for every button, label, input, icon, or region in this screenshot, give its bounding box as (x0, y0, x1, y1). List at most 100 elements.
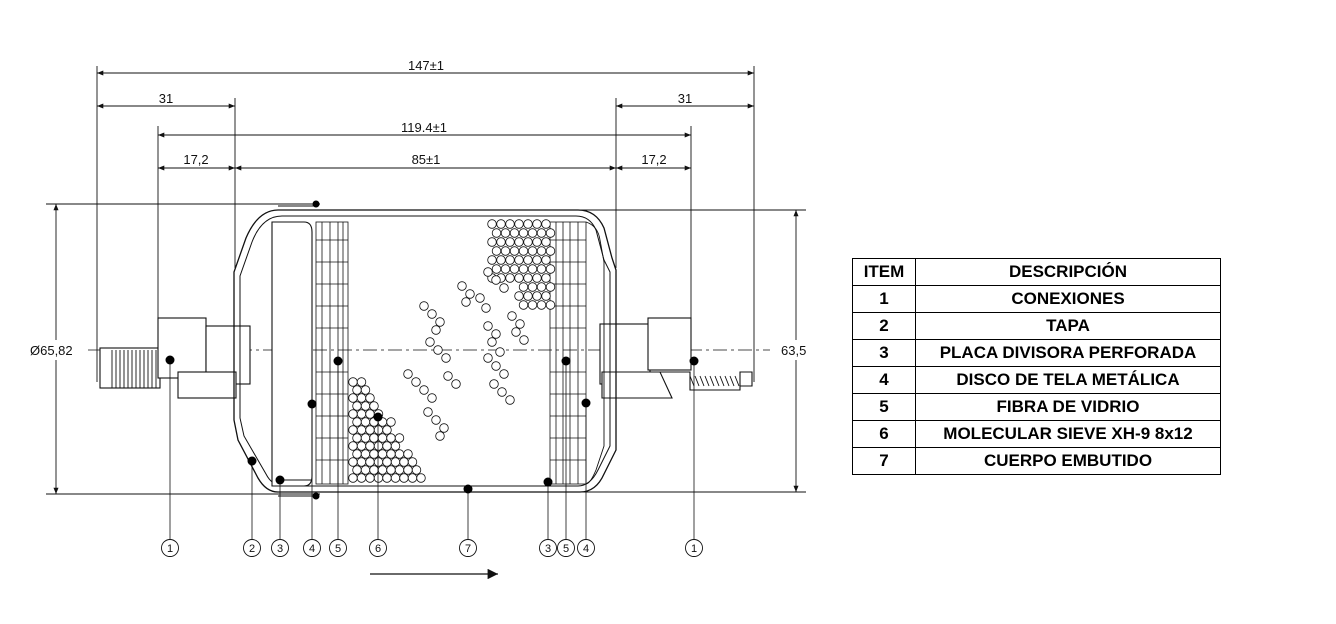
sieve-bead (483, 353, 493, 363)
sieve-bead (356, 441, 367, 451)
sieve-bead (423, 407, 433, 417)
sieve-bead (545, 282, 556, 292)
sieve-bead (390, 473, 401, 483)
legend-item-description: TAPA (915, 312, 1221, 340)
sieve-bead (443, 371, 453, 381)
sieve-bead (491, 228, 502, 238)
sieve-bead (441, 353, 451, 363)
sieve-bead (523, 255, 533, 265)
sieve-bead (496, 255, 506, 265)
sieve-bead (541, 291, 551, 301)
sieve-bead (373, 457, 384, 467)
sieve-bead (505, 395, 515, 405)
legend-item-number: 4 (852, 366, 916, 394)
sieve-bead (365, 425, 375, 435)
sieve-bead (360, 465, 371, 475)
sieve-bead (509, 228, 520, 238)
sieve-bead (532, 255, 542, 265)
drawn-body-inner (239, 215, 611, 487)
legend-item-description: MOLECULAR SIEVE XH-9 8x12 (915, 420, 1221, 448)
legend-item-number: 7 (852, 447, 916, 475)
sieve-bead (518, 300, 529, 310)
legend-header-row: ITEM DESCRIPCIÓN (852, 258, 1221, 286)
sieve-bead (360, 417, 371, 427)
drawn-body-shell (233, 209, 617, 493)
sieve-bead (487, 237, 497, 247)
parts-legend-table: ITEM DESCRIPCIÓN 1 CONEXIONES 2 TAPA 3 P… (852, 258, 1221, 475)
sieve-bead (427, 309, 437, 319)
sieve-bead (403, 369, 413, 379)
sieve-bead (386, 449, 396, 459)
sieve-bead (523, 273, 533, 283)
callout-balloon: 6 (375, 543, 381, 555)
sieve-bead (497, 387, 507, 397)
right-thread (689, 375, 740, 387)
sieve-bead (536, 264, 547, 274)
sieve-bead (451, 379, 461, 389)
callout-balloon: 3 (545, 543, 551, 555)
sieve-bead (505, 273, 515, 283)
sieve-bead (382, 425, 392, 435)
sieve-bead (491, 246, 502, 256)
legend-item-description: CUERPO EMBUTIDO (915, 447, 1221, 475)
sieve-bead (394, 449, 405, 459)
sieve-bead (481, 303, 491, 313)
legend-row: 6 MOLECULAR SIEVE XH-9 8x12 (852, 420, 1221, 448)
sieve-bead (511, 327, 521, 337)
sieve-bead (483, 267, 493, 277)
sieve-bead (377, 465, 388, 475)
sieve-bead (373, 473, 384, 483)
sieve-bead (348, 441, 358, 451)
sieve-bead (407, 473, 418, 483)
dim-body-diameter: Ø65,82 (30, 343, 73, 358)
left-thread (111, 350, 157, 388)
sieve-bead (491, 264, 502, 274)
sieve-bead (496, 237, 506, 247)
sieve-bead (509, 264, 520, 274)
sieve-bead (491, 329, 501, 339)
sieve-bead (352, 385, 362, 395)
right-filter-pack (549, 221, 587, 485)
sieve-bead (514, 219, 524, 229)
sieve-bead (532, 291, 542, 301)
sieve-bead (536, 300, 547, 310)
sieve-bead (435, 317, 445, 327)
legend-row: 7 CUERPO EMBUTIDO (852, 447, 1221, 475)
callout-balloon: 4 (583, 543, 589, 555)
legend-item-description: FIBRA DE VIDRIO (915, 393, 1221, 421)
sieve-bead (491, 275, 501, 285)
sieve-bead (439, 423, 449, 433)
sieve-bead (360, 385, 371, 395)
legend-row: 2 TAPA (852, 312, 1221, 340)
sieve-bead (518, 264, 529, 274)
sieve-bead (365, 393, 375, 403)
sieve-bead (352, 449, 362, 459)
sieve-bead (352, 433, 362, 443)
sieve-bead (431, 325, 441, 335)
sieve-bead (365, 409, 375, 419)
legend-item-description: CONEXIONES (915, 285, 1221, 313)
sieve-bead (386, 465, 396, 475)
sieve-bead (365, 441, 375, 451)
sieve-bead (532, 237, 542, 247)
legend-item-number: 2 (852, 312, 916, 340)
right-connection (599, 317, 753, 399)
sieve-bead (523, 291, 533, 301)
sieve-bead (532, 219, 542, 229)
sieve-bead (348, 473, 358, 483)
sieve-bead (425, 337, 435, 347)
sieve-bead (507, 311, 517, 321)
sieve-bead (360, 433, 371, 443)
sieve-bead (532, 273, 542, 283)
callout-balloon: 1 (167, 543, 173, 555)
callout-balloon: 3 (277, 543, 283, 555)
sieve-bead (487, 337, 497, 347)
sieve-bead (394, 433, 405, 443)
dim-overall-length: 147±1 (408, 58, 444, 73)
dim-inner-length: 119.4±1 (401, 120, 447, 135)
sieve-bead (369, 433, 379, 443)
sieve-bead (377, 449, 388, 459)
sieve-bead (390, 441, 401, 451)
sieve-bead (500, 228, 511, 238)
